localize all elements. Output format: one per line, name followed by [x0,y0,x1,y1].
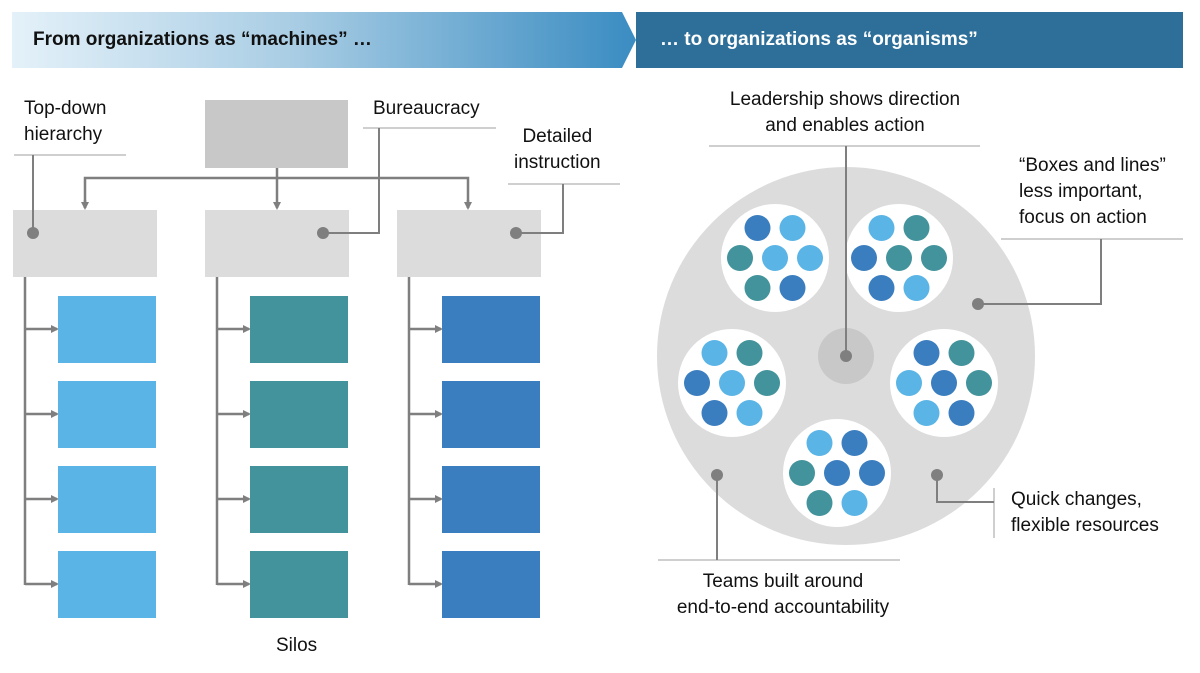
organism-diagram [657,145,1183,561]
team-member-dot [851,245,877,271]
team-member-dot [806,430,833,456]
team-member-dot [913,400,940,426]
child-box [442,466,540,533]
team-member-dot [913,340,940,366]
team-member-dot [903,275,930,301]
child-box [442,296,540,363]
team-member-dot [868,275,895,301]
team-member-dot [789,460,815,486]
child-box [250,551,348,618]
label-line: end-to-end accountability [676,597,890,618]
team-member-dot [684,370,710,396]
leader-dot [510,227,522,239]
team-member-dot [966,370,992,396]
leader-bureaucracy [323,128,380,234]
team-member-dot [701,400,728,426]
child-box [58,381,156,448]
team-member-dot [797,245,823,271]
team-member-dot [736,400,763,426]
team-member-dot [719,370,745,396]
label-bureaucracy: Bureaucracy [373,98,480,119]
team-member-dot [948,340,975,366]
right-banner [636,12,1183,68]
label-quick-changes: Quick changes, flexible resources [1011,487,1159,539]
leader-dot [840,350,852,362]
label-line: flexible resources [1011,515,1159,536]
team-member-dot [779,275,806,301]
label-line: Leadership shows direction [729,89,961,110]
child-box [250,466,348,533]
top-box [205,100,348,168]
team-member-dot [779,215,806,241]
team-member-dot [841,490,868,516]
team-member-dot [744,275,771,301]
label-boxes-and-lines: “Boxes and lines” less important, focus … [1019,153,1166,231]
left-banner-title: From organizations as “machines” … [33,29,372,50]
child-box [58,551,156,618]
label-line: instruction [514,152,601,173]
child-box [442,381,540,448]
child-box [250,296,348,363]
label-teams-built: Teams built around end-to-end accountabi… [658,569,908,621]
team-member-dot [701,340,728,366]
right-banner-title: … to organizations as “organisms” [660,29,978,50]
leader-dot [972,298,984,310]
leader-dot [27,227,39,239]
team-member-dot [931,370,957,396]
label-line: “Boxes and lines” [1019,155,1166,176]
hierarchy-diagram [13,100,620,618]
team-member-dot [762,245,788,271]
label-leadership: Leadership shows direction and enables a… [705,87,985,139]
label-detailed-instruction: Detailed instruction [514,124,601,176]
team-member-dot [921,245,947,271]
label-line: Teams built around [702,571,864,592]
label-line: less important, [1019,181,1143,202]
team-member-dot [727,245,753,271]
connector-line [83,176,470,208]
manager-box [205,210,349,277]
leader-dot [317,227,329,239]
manager-box [13,210,157,277]
left-banner [12,12,636,68]
team-member-dot [896,370,922,396]
child-box [442,551,540,618]
team-member-dot [886,245,912,271]
leader-detailed [516,184,564,234]
label-line: hierarchy [24,124,103,145]
leader-quick-changes [936,475,994,503]
manager-box [397,210,541,277]
child-box [250,381,348,448]
leader-dot [711,469,723,481]
label-line: Top-down [24,98,107,119]
team-member-dot [903,215,930,241]
label-line: Quick changes, [1011,489,1142,510]
team-member-dot [744,215,771,241]
team-member-dot [754,370,780,396]
team-member-dot [859,460,885,486]
leader-dot [931,469,943,481]
label-line: and enables action [765,115,925,136]
team-member-dot [948,400,975,426]
team-member-dot [806,490,833,516]
label-line: Detailed [522,126,593,147]
child-box [58,296,156,363]
child-box [58,466,156,533]
team-member-dot [824,460,850,486]
label-top-down-hierarchy: Top-down hierarchy [24,96,106,148]
team-member-dot [868,215,895,241]
leader-boxes-lines [978,239,1102,305]
team-member-dot [841,430,868,456]
label-line: focus on action [1019,207,1147,228]
team-member-dot [736,340,763,366]
label-silos: Silos [276,635,318,656]
